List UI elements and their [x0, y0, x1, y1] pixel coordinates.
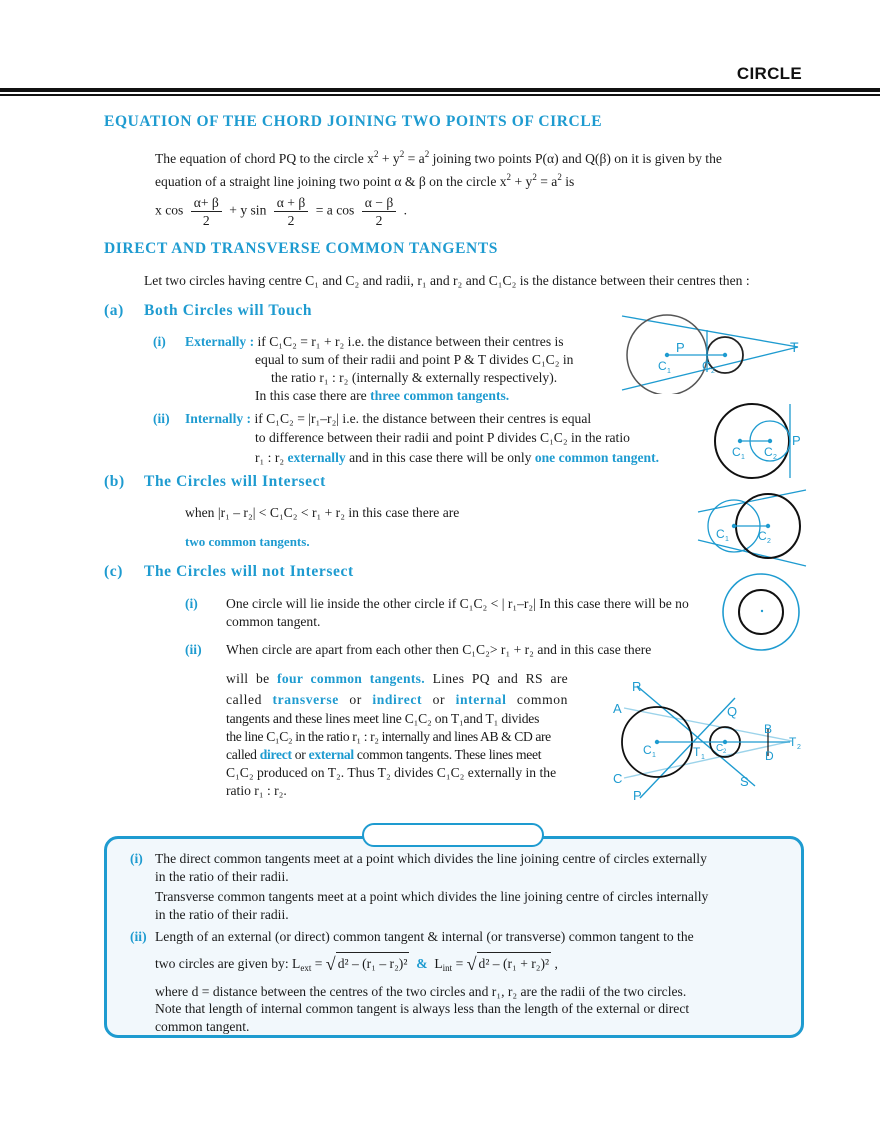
fig3-label-c2-sub: 2 — [767, 538, 771, 545]
chord-line-1: The equation of chord PQ to the circle x… — [155, 149, 722, 166]
section-c-label: (c) — [104, 563, 124, 580]
fig5-label-t2: T — [789, 735, 797, 749]
fig2-label-c1: C — [732, 445, 741, 459]
tangents-intro: Let two circles having centre C₁ and C₂ … — [144, 273, 750, 288]
fig1-label-c1-sub: 1 — [667, 368, 671, 375]
section-c-title: The Circles will not Intersect — [144, 563, 354, 580]
b-text: when |r₁ – r₂| < C₁C₂ < r₁ + r₂ in this … — [185, 505, 460, 520]
fig2-label-c1-sub: 1 — [741, 454, 745, 461]
a-i-label: (i) — [153, 334, 166, 349]
page-header-title: CIRCLE — [736, 64, 802, 83]
a-i-text: Externally : if C₁C₂ = r₁ + r₂ i.e. the … — [185, 334, 564, 349]
c-i-label: (i) — [185, 596, 198, 611]
fig5-label-c2-sub: 2 — [723, 749, 727, 755]
fig5-label-r: R — [632, 679, 641, 694]
a-ii-label: (ii) — [153, 411, 170, 426]
c-i-text: One circle will lie inside the other cir… — [226, 596, 689, 629]
fig5-label-d: D — [765, 749, 774, 763]
section-b-title: The Circles will Intersect — [144, 473, 326, 490]
a-i-text-rest: equal to sum of their radii and point P … — [255, 352, 574, 403]
fig5-label-c1-sub: 1 — [652, 752, 656, 759]
fig5-label-a: A — [613, 701, 622, 716]
header-rule-thick — [0, 88, 880, 92]
tangent-length-formula: two circles are given by: Lext = √d² – (… — [155, 951, 558, 974]
figure-inside — [722, 573, 800, 651]
fig5-label-t2-sub: 2 — [797, 744, 801, 751]
fig5-label-q: Q — [727, 704, 737, 719]
note-i-text: The direct common tangents meet at a poi… — [155, 851, 709, 922]
fig1-label-p: P — [676, 340, 685, 355]
fig3-label-c1-sub: 1 — [725, 536, 729, 543]
fig5-label-b: B — [764, 722, 772, 736]
section-a-label: (a) — [104, 302, 124, 319]
figure-intersecting: C 1 C 2 — [697, 489, 807, 567]
b-blue-text: two common tangents. — [185, 534, 310, 549]
figure-external-touch: P T C 1 C 2 — [621, 314, 799, 394]
fig1-label-c2-sub: 2 — [711, 368, 715, 375]
fig3-label-c2: C — [758, 529, 767, 543]
fig2-label-c2-sub: 2 — [773, 454, 777, 461]
fig5-label-c2: C — [716, 743, 723, 754]
c-ii-label: (ii) — [185, 642, 202, 657]
header-rule-thin — [0, 94, 880, 96]
section-a-title: Both Circles will Touch — [144, 302, 313, 319]
chord-paragraph: The equation of chord PQ to the circle x… — [155, 145, 805, 191]
a-ii-text: Internally : if C₁C₂ = |r₁–r₂| i.e. the … — [185, 411, 592, 426]
note-ii-label: (ii) — [130, 929, 147, 944]
fig1-label-t: T — [790, 339, 799, 355]
a-ii-text-rest: to difference between their radii and po… — [255, 430, 660, 465]
fig5-label-c: C — [613, 771, 622, 786]
c-ii-line1: When circle are apart from each other th… — [226, 642, 652, 657]
fig5-label-c1: C — [643, 743, 652, 757]
fig2-label-p: P — [792, 433, 801, 448]
chord-line-2: equation of a straight line joining two … — [155, 172, 575, 189]
tangents-heading: DIRECT AND TRANSVERSE COMMON TANGENTS — [104, 240, 498, 257]
chord-heading: EQUATION OF THE CHORD JOINING TWO POINTS… — [104, 113, 603, 130]
figure-four-tangents: R A Q B T 2 D C P S C 1 C 2 T 1 — [613, 679, 801, 802]
fig5-label-s: S — [740, 774, 749, 789]
note-i-label: (i) — [130, 851, 143, 866]
fig5-label-t1: T — [693, 745, 701, 759]
figure-internal-touch: P C 1 C 2 — [714, 403, 801, 479]
fig1-label-c2: C — [702, 359, 711, 373]
fig5-label-p: P — [633, 788, 642, 802]
fig5-label-t1-sub: 1 — [701, 754, 705, 761]
note-box — [104, 836, 804, 1038]
c-ii-text: will be four common tangents. Lines PQ a… — [226, 671, 569, 798]
fig3-label-c1: C — [716, 527, 725, 541]
note-ii-text: Length of an external (or direct) common… — [155, 928, 785, 1035]
fig2-label-c2: C — [764, 445, 773, 459]
section-b-label: (b) — [104, 473, 125, 490]
fig1-label-c1: C — [658, 359, 667, 373]
note-box-tab — [362, 823, 544, 847]
